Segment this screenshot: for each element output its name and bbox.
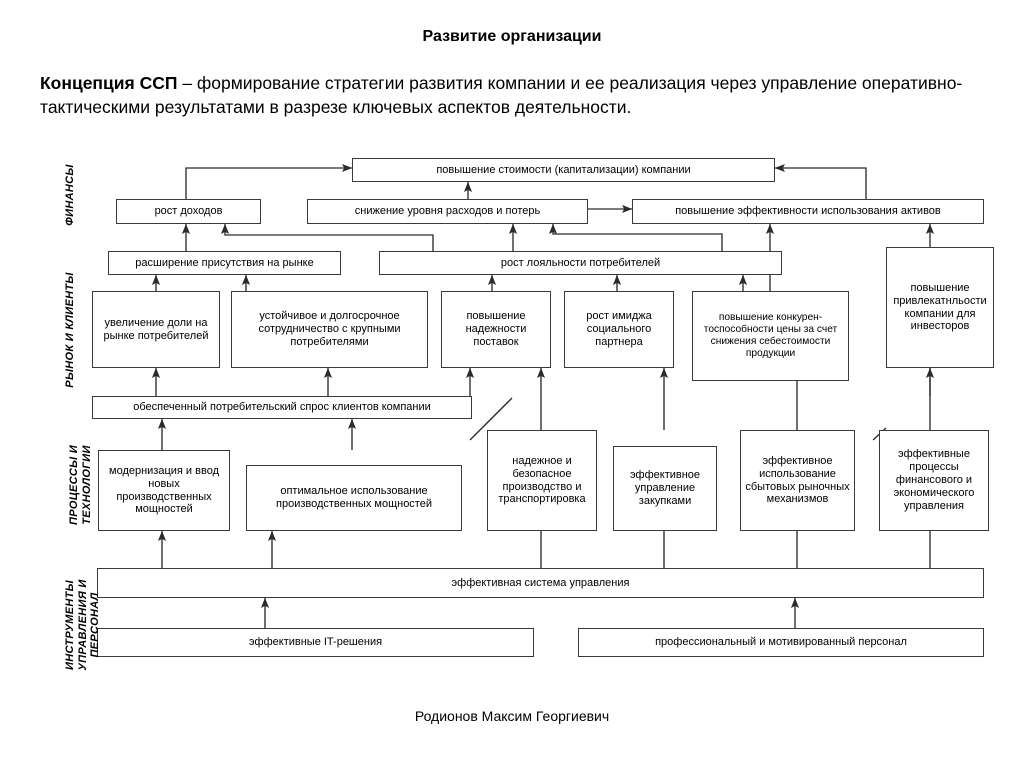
- node-investor-attractiveness[interactable]: повышение привлекатнльости компании для …: [886, 247, 994, 368]
- author-name: Родионов Максим Георгиевич: [414, 708, 610, 724]
- node-safe-production[interactable]: надежное и безопасное производство и тра…: [487, 430, 597, 531]
- node-personnel[interactable]: профессиональный и мотивированный персон…: [578, 628, 984, 657]
- node-long-term-cooperation[interactable]: устойчивое и долгосрочное сотрудничество…: [231, 291, 428, 368]
- node-price-competitiveness[interactable]: повышение конкурен-тоспособности цены за…: [692, 291, 849, 381]
- node-management-system[interactable]: эффективная система управления: [97, 568, 984, 598]
- node-market-share[interactable]: увеличение доли на рынке потребителей: [92, 291, 220, 368]
- node-asset-efficiency[interactable]: повышение эффективности использования ак…: [632, 199, 984, 224]
- node-revenue-growth[interactable]: рост доходов: [116, 199, 261, 224]
- node-market-presence[interactable]: расширение присутствия на рынке: [108, 251, 341, 275]
- perspective-label-process: ПРОЦЕССЫ И ТЕХНОЛОГИИ: [68, 444, 93, 526]
- node-optimal-capacity[interactable]: оптимальное использование производственн…: [246, 465, 462, 531]
- node-modernization[interactable]: модернизация и ввод новых производственн…: [98, 450, 230, 531]
- node-supply-reliability[interactable]: повышение надежности поставок: [441, 291, 551, 368]
- perspective-label-tools: ИНСТРУМЕНТЫ УПРАВЛЕНИЯ И ПЕРСОНАЛ: [64, 579, 101, 671]
- lead-term: Концепция ССП: [40, 73, 178, 93]
- page-title: Развитие организации: [422, 28, 602, 45]
- lead-paragraph: Концепция ССП – формирование стратегии р…: [40, 72, 988, 119]
- lead-definition: – формирование стратегии развития компан…: [40, 73, 963, 117]
- node-customer-demand[interactable]: обеспеченный потребительский спрос клиен…: [92, 396, 472, 419]
- node-finance-processes[interactable]: эффективные процессы финансового и эконо…: [879, 430, 989, 531]
- node-social-image[interactable]: рост имиджа социального партнера: [564, 291, 674, 368]
- node-sales-mechanisms[interactable]: эффективное использование сбытовых рыноч…: [740, 430, 855, 531]
- node-cost-reduction[interactable]: снижение уровня расходов и потерь: [307, 199, 588, 224]
- perspective-label-finance: ФИНАНСЫ: [64, 164, 76, 226]
- node-customer-loyalty[interactable]: рост лояльности потребителей: [379, 251, 782, 275]
- node-procurement[interactable]: эффективное управление закупками: [613, 446, 717, 531]
- node-capitalization[interactable]: повышение стоимости (капитализации) комп…: [352, 158, 775, 182]
- node-it-solutions[interactable]: эффективные IT-решения: [97, 628, 534, 657]
- perspective-label-market: РЫНОК И КЛИЕНТЫ: [64, 272, 76, 388]
